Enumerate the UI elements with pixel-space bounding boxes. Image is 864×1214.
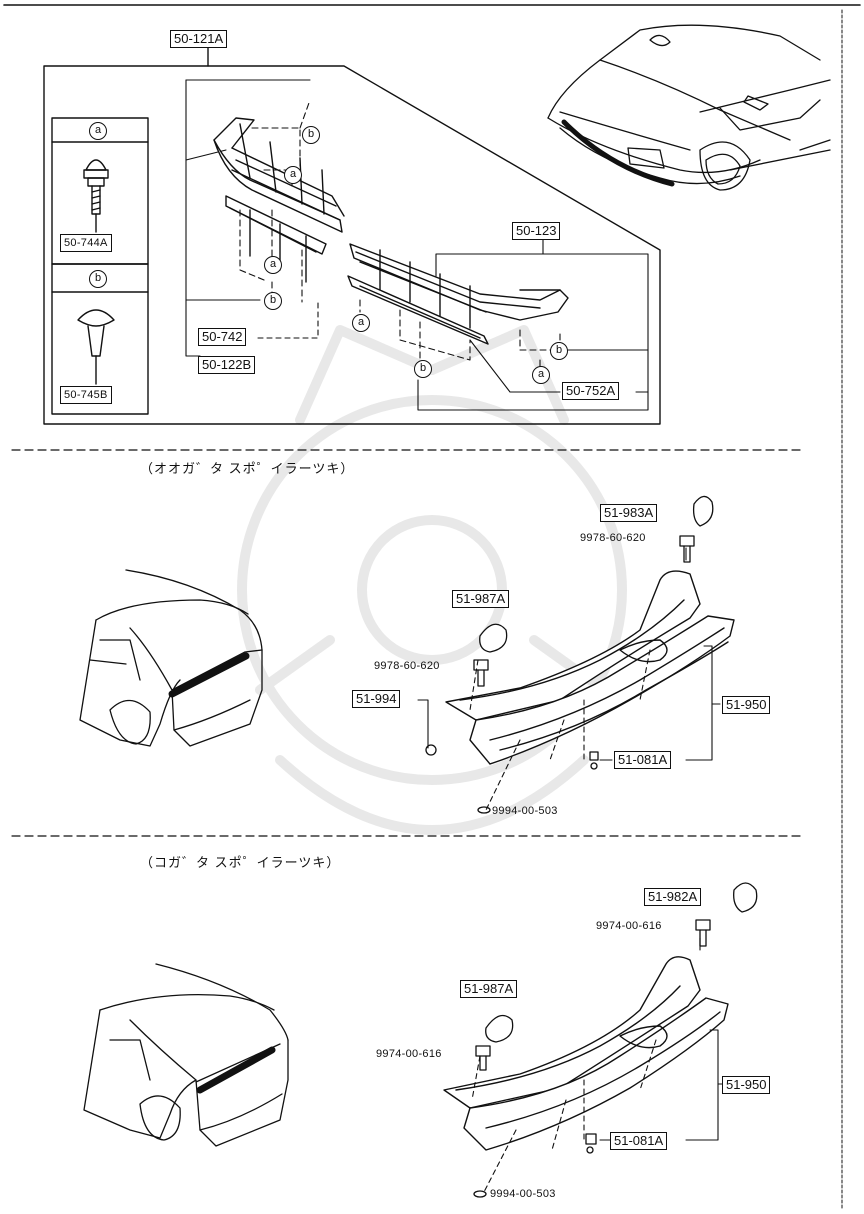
clip-b-marker: b (302, 126, 320, 144)
cap-right-part-label: 51-983A (600, 504, 658, 522)
grille-right-upper (349, 243, 569, 329)
car-front-illustration (547, 24, 831, 191)
spoiler-middle (445, 570, 735, 765)
car-rear-illustration-bottom (83, 963, 289, 1147)
legend-b-part-label: 50-745B (60, 386, 112, 404)
grille-left-upper (213, 117, 345, 233)
grille-lower-left-label: 50-742 (198, 328, 247, 346)
legend-b-marker: b (89, 270, 107, 288)
bolt-icon (83, 159, 109, 233)
clip-b-marker: b (550, 342, 568, 360)
middle-small-parts (425, 495, 714, 814)
legend-a-part-label: 50-744A (60, 234, 112, 252)
section-title-small-spoiler: （コガ゛タ スポ゜イラーツキ） (140, 855, 341, 870)
bolt-right-part-label: 9974-00-616 (596, 920, 662, 932)
legend-box-b (51, 263, 149, 415)
grille-lower-right-label: 50-752A (562, 382, 620, 400)
grommet-part-label: 51-994 (352, 690, 401, 708)
clip-part-label: 51-081A (610, 1132, 668, 1150)
middle-leaders (417, 547, 721, 811)
watermark-emblem (237, 325, 627, 835)
bolt-left-part-label: 9974-00-616 (376, 1048, 442, 1060)
clip-a-marker: a (352, 314, 370, 332)
spoiler-part-label: 51-950 (722, 1076, 771, 1094)
section-title-large-spoiler: （オオガ゛タ スポ゜イラーツキ） (140, 461, 355, 476)
right-dashed-lines (359, 299, 561, 371)
cap-left-part-label: 51-987A (460, 980, 518, 998)
bolt-left-part-label: 9978-60-620 (374, 660, 440, 672)
spoiler-bottom (443, 956, 729, 1151)
bottom-small-parts (473, 882, 758, 1198)
clip-b-marker: b (414, 360, 432, 378)
clip-a-marker: a (264, 256, 282, 274)
bolt-right-part-label: 9978-60-620 (580, 532, 646, 544)
legend-a-marker: a (89, 122, 107, 140)
car-rear-illustration-middle (79, 569, 263, 747)
nut-part-label: 9994-00-503 (492, 805, 558, 817)
push-clip-icon (77, 309, 115, 385)
grille-right-lower (347, 275, 489, 345)
cap-left-part-label: 51-987A (452, 590, 510, 608)
grille-lower-left-2-label: 50-122B (198, 356, 256, 374)
grille-left-lower (225, 195, 327, 283)
spoiler-part-label: 51-950 (722, 696, 771, 714)
clip-part-label: 51-081A (614, 751, 672, 769)
grille-upper-part-label: 50-123 (512, 222, 561, 240)
assembly-part-label: 50-121A (170, 30, 228, 48)
bottom-leaders (471, 937, 723, 1193)
nut-part-label: 9994-00-503 (490, 1188, 556, 1200)
clip-a-marker: a (532, 366, 550, 384)
clip-a-marker: a (284, 166, 302, 184)
clip-b-marker: b (264, 292, 282, 310)
top-section-frame (43, 47, 661, 425)
cap-right-part-label: 51-982A (644, 888, 702, 906)
top-leader-lines (185, 79, 649, 411)
